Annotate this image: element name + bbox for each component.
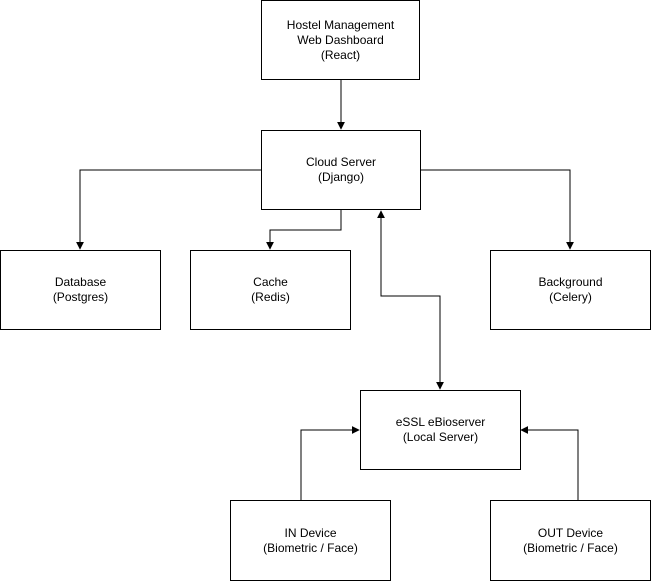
dashboard-node: Hostel Management Web Dashboard (React) [261,0,420,80]
cache-label-line-2: (Redis) [251,290,290,304]
background-label-line-1: Background [538,275,603,289]
database-label-line-2: (Postgres) [52,290,109,304]
dashboard-label-line-3: (React) [320,47,361,62]
in-device-label-line-1: IN Device [284,525,337,540]
cache-node: Cache (Redis) [190,250,351,330]
cloud-server-label-line-1: Cloud Server [305,155,377,169]
edge-cloud-server-essl-bidirectional [377,210,444,390]
cache-label-line-1: Cache [253,275,288,289]
edge-out-device-to-essl [520,426,579,500]
dashboard-label-line-2: Web Dashboard [297,32,384,47]
database-label-line-1: Database [54,275,107,289]
edge-cloud-server-to-background [421,169,574,250]
in-device-label-line-2: (Biometric / Face) [263,540,358,555]
edge-cloud-server-to-cache [266,210,342,250]
edge-cloud-server-to-database [76,169,261,250]
cloud-server-node: Cloud Server (Django) [261,130,421,210]
database-node: Database (Postgres) [0,250,161,330]
essl-label-line-1: eSSL eBioserver [395,415,486,429]
dashboard-label-line-1: Hostel Management [286,17,395,32]
essl-label-line-2: (Local Server) [402,430,479,444]
cloud-server-label-line-2: (Django) [317,170,365,184]
background-label-line-2: (Celery) [549,290,592,304]
background-node: Background (Celery) [490,250,651,330]
out-device-node: OUT Device (Biometric / Face) [490,500,651,581]
in-device-node: IN Device (Biometric / Face) [230,500,391,581]
out-device-label-line-2: (Biometric / Face) [523,540,618,555]
essl-node: eSSL eBioserver (Local Server) [360,390,521,470]
out-device-label-line-1: OUT Device [537,525,604,540]
edge-in-device-to-essl [300,426,360,500]
